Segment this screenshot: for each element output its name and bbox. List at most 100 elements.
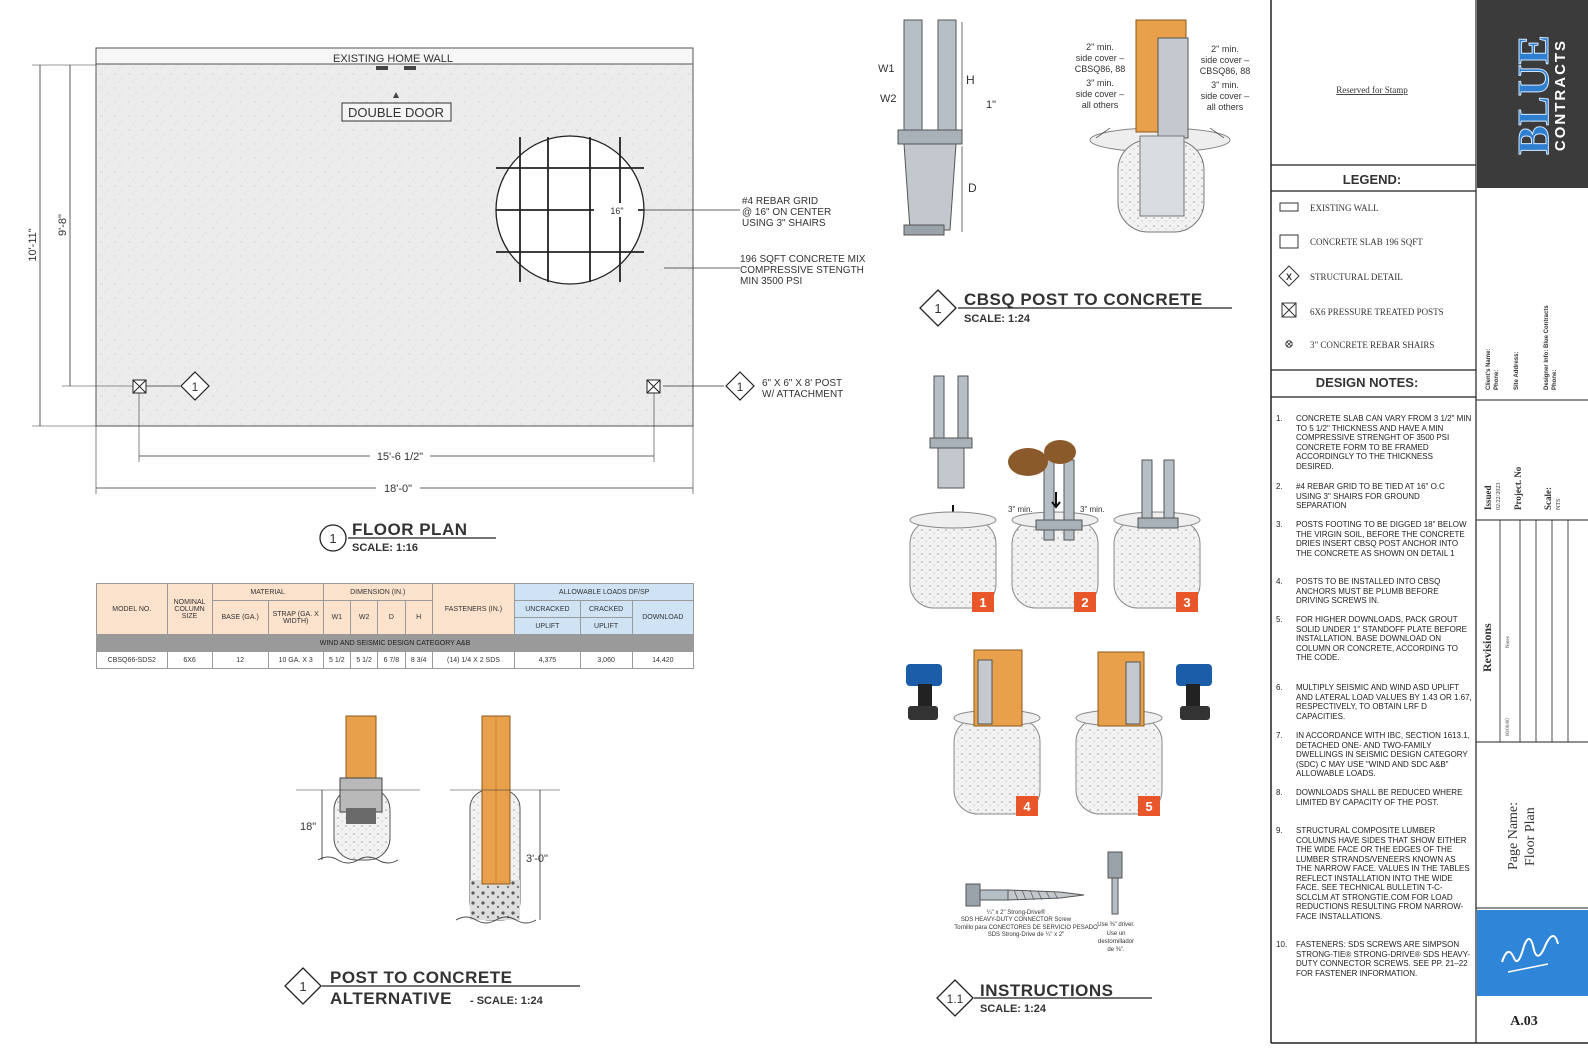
- svg-text:W/ ATTACHMENT: W/ ATTACHMENT: [762, 389, 843, 400]
- svg-text:3" min.: 3" min.: [1086, 78, 1114, 88]
- legend-existing-wall: EXISTING WALL: [1310, 203, 1379, 213]
- svg-text:00/00/00: 00/00/00: [1506, 718, 1511, 736]
- cbsq-w1: W1: [878, 63, 895, 75]
- page-name-block: Page Name: Floor Plan: [1506, 802, 1538, 870]
- design-note: 6.MULTIPLY SEISMIC AND WIND ASD UPLIFT A…: [1276, 683, 1472, 721]
- svg-text:Use ⅜" driver.: Use ⅜" driver.: [1097, 922, 1135, 928]
- design-note: 3.POSTS FOOTING TO BE DIGGED 18" BELOW T…: [1276, 520, 1467, 558]
- svg-text:de ⅜".: de ⅜".: [1107, 947, 1124, 953]
- cbsq-spec-table: MODEL NO. NOMINAL COLUMN SIZE MATERIAL D…: [96, 583, 695, 669]
- legend-rebar-icon: [1285, 340, 1293, 348]
- design-note: 10.FASTENERS: SDS SCREWS ARE SIMPSON STR…: [1276, 940, 1471, 978]
- svg-text:@ 16" ON CENTER: @ 16" ON CENTER: [742, 207, 831, 218]
- svg-text:Issued: Issued: [1483, 485, 1493, 510]
- svg-text:1: 1: [979, 595, 986, 610]
- svg-text:02/22/2023: 02/22/2023: [1496, 483, 1502, 510]
- svg-text:NTS: NTS: [1556, 499, 1562, 510]
- th-download: DOWNLOAD: [631, 600, 695, 635]
- legend-rebar-shairs: 3" CONCRETE REBAR SHAIRS: [1310, 340, 1435, 350]
- svg-text:INSTRUCTIONS: INSTRUCTIONS: [980, 981, 1114, 1000]
- svg-text:X: X: [1286, 272, 1292, 282]
- client-info-block: Client's Name: Phone: Site Address: Desi…: [1486, 305, 1558, 390]
- th-d: D: [377, 600, 406, 635]
- cbsq-w2: W2: [880, 93, 897, 105]
- design-note: 1.CONCRETE SLAB CAN VARY FROM 3 1/2" MIN…: [1276, 414, 1472, 471]
- svg-text:SDS Strong-Drive de ¼" x 2": SDS Strong-Drive de ¼" x 2": [988, 932, 1065, 938]
- svg-text:3: 3: [1183, 595, 1190, 610]
- svg-text:2" min.: 2" min.: [1086, 42, 1114, 52]
- legend-posts: 6X6 PRESSURE TREATED POSTS: [1310, 307, 1444, 317]
- svg-text:1.1: 1.1: [947, 992, 964, 1006]
- legend-title: LEGEND:: [1343, 172, 1402, 187]
- th-h: H: [404, 600, 433, 635]
- svg-text:CBSQ86, 88: CBSQ86, 88: [1075, 64, 1126, 74]
- svg-text:USING 3" SHAIRS: USING 3" SHAIRS: [742, 218, 826, 229]
- floor-plan-title: 1 FLOOR PLAN SCALE: 1:16: [319, 520, 496, 554]
- dim-height-outer: 10'-11": [27, 228, 39, 261]
- th-allowable: ALLOWABLE LOADS DF/SP: [514, 583, 694, 601]
- legend-structural-detail: STRUCTURAL DETAIL: [1310, 272, 1403, 282]
- svg-text:CBSQ86, 88: CBSQ86, 88: [1200, 66, 1251, 76]
- th-nominal: NOMINAL COLUMN SIZE: [166, 583, 213, 635]
- grid-dim: 16": [610, 206, 623, 216]
- svg-text:Page Name:: Page Name:: [1506, 802, 1521, 870]
- svg-text:Project. No: Project. No: [1513, 466, 1523, 510]
- th-dimension: DIMENSION (IN.): [322, 583, 433, 601]
- svg-text:FLOOR PLAN: FLOOR PLAN: [352, 520, 468, 539]
- svg-text:COMPRESSIVE STENGTH: COMPRESSIVE STENGTH: [740, 265, 864, 276]
- instruction-step-1: 1: [909, 375, 997, 612]
- svg-text:196 SQFT CONCRETE MIX: 196 SQFT CONCRETE MIX: [740, 254, 866, 265]
- legend-wall-icon: [1279, 202, 1299, 212]
- detail-tag-plan: 1: [180, 371, 210, 401]
- th-fasteners: FASTENERS (IN.): [431, 583, 516, 635]
- svg-text:POST TO CONCRETE: POST TO CONCRETE: [330, 968, 512, 987]
- issue-info-block: Issued 02/22/2023 Project. No Scale: NTS: [1483, 466, 1562, 510]
- dim-width-outer: 18'-0": [384, 483, 412, 495]
- design-note: 9.STRUCTURAL COMPOSITE LUMBER COLUMNS HA…: [1276, 826, 1470, 921]
- svg-text:1: 1: [299, 979, 306, 994]
- th-model: MODEL NO.: [96, 583, 168, 635]
- dim-width-inner: 15'-6 1/2": [377, 451, 423, 463]
- legend-concrete-slab: CONCRETE SLAB 196 SQFT: [1310, 237, 1423, 247]
- design-notes-title: DESIGN NOTES:: [1316, 375, 1419, 390]
- signature-block: [1477, 910, 1588, 996]
- design-note: 2.#4 REBAR GRID TO BE TIED AT 16" O.C US…: [1276, 482, 1445, 510]
- svg-text:Designer Info: Blue Contracts: Designer Info: Blue Contracts: [1544, 305, 1550, 390]
- svg-text:3" min.: 3" min.: [1211, 80, 1239, 90]
- svg-text:ALTERNATIVE: ALTERNATIVE: [330, 989, 452, 1008]
- post-alt-dim-b: 3'-0": [526, 853, 548, 865]
- svg-text:Use un: Use un: [1106, 931, 1125, 937]
- title-block-frame: [1270, 0, 1588, 1044]
- cbsq-one-inch: 1": [986, 99, 996, 111]
- design-note: 7.IN ACCORDANCE WITH IBC, SECTION 1613.1…: [1276, 731, 1470, 778]
- th-uplift-cracked: UPLIFT: [579, 617, 633, 635]
- company-logo: BLUE CONTRACTS: [1477, 0, 1588, 188]
- step2-min-left: 3" min.: [1008, 505, 1033, 514]
- svg-text:Tornillo para CONECTORES DE SE: Tornillo para CONECTORES DE SERVICIO PES…: [954, 925, 1098, 931]
- svg-text:1: 1: [737, 380, 744, 394]
- svg-text:Floor Plan: Floor Plan: [1523, 807, 1538, 866]
- svg-text:2: 2: [1081, 595, 1088, 610]
- svg-text:Site Address:: Site Address:: [1514, 352, 1520, 390]
- th-strap: STRAP (GA. X WIDTH): [267, 600, 324, 635]
- svg-text:SCALE: 1:24: SCALE: 1:24: [964, 313, 1031, 325]
- svg-text:destornillador: destornillador: [1098, 939, 1134, 945]
- svg-text:2" min.: 2" min.: [1211, 44, 1239, 54]
- svg-text:SDS HEAVY-DUTY CONNECTOR Screw: SDS HEAVY-DUTY CONNECTOR Screw: [961, 917, 1072, 923]
- instruction-step-3: 3: [1113, 459, 1201, 612]
- instruction-step-2: 3" min. 3" min. 2: [1008, 440, 1105, 612]
- cbsq-d: D: [968, 181, 977, 195]
- svg-text:side cover –: side cover –: [1076, 53, 1125, 63]
- cbsq-h: H: [966, 73, 975, 87]
- svg-text:1: 1: [934, 301, 941, 316]
- door-label: DOUBLE DOOR: [348, 105, 444, 120]
- svg-text:SCALE: 1:16: SCALE: 1:16: [352, 542, 418, 554]
- svg-text:MIN 3500 PSI: MIN 3500 PSI: [740, 276, 802, 287]
- post-alternative-detail: 18" 3'-0" 1 POST TO CONCRETE ALTERNATIVE…: [284, 715, 580, 1008]
- legend-slab-icon: [1279, 234, 1299, 249]
- svg-text:Client's Name:: Client's Name:: [1486, 349, 1492, 390]
- svg-text:all others: all others: [1207, 102, 1244, 112]
- svg-text:6" X 6" X 8' POST: 6" X 6" X 8' POST: [762, 378, 842, 389]
- cbsq-cover-left: 2" min. side cover – CBSQ86, 88 3" min. …: [1075, 42, 1126, 110]
- wall-label: EXISTING HOME WALL: [333, 53, 453, 65]
